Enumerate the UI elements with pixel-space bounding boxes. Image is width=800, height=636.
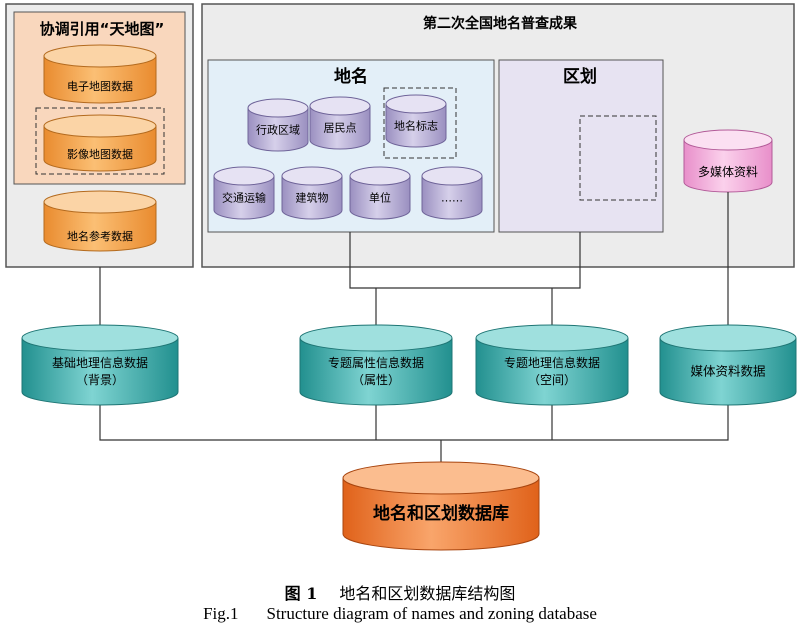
zoning-title: 区划 (563, 66, 597, 87)
unit-cylinder: 单位 (349, 166, 411, 220)
unit-label: 单位 (369, 191, 391, 205)
building-label: 建筑物 (296, 191, 329, 205)
place-sign-cylinder: 地名标志 (385, 94, 447, 148)
figure-title-en: Structure diagram of names and zoning da… (266, 604, 597, 623)
place-sign-dashed-box (383, 87, 457, 159)
thematic-geographic-info-label-2: （空间） (528, 373, 576, 387)
names-zoning-database-cylinder: 地名和区划数据库 (342, 461, 540, 551)
thematic-attribute-info-label-2: （属性） (352, 373, 400, 387)
thematic-geographic-info-cylinder: 专题地理信息数据 （空间） (475, 324, 629, 406)
thematic-attribute-info-label-1: 专题属性信息数据 (328, 355, 424, 370)
zoning-panel (498, 59, 664, 233)
image-map-dashed-box (35, 107, 165, 175)
figure-caption-cn: 图 1 地名和区划数据库结构图 (0, 580, 800, 604)
place-reference-data-label: 地名参考数据 (67, 229, 133, 243)
image-map-data-label: 影像地图数据 (67, 147, 133, 161)
census-title: 第二次全国地名普查成果 (423, 15, 578, 32)
thematic-geographic-info-label-1: 专题地理信息数据 (504, 355, 600, 370)
multimedia-label: 多媒体资料 (698, 165, 758, 179)
media-data-label: 媒体资料数据 (690, 364, 765, 379)
tianditu-title: 协调引用“天地图” (40, 20, 165, 38)
place-reference-data-cylinder: 地名参考数据 (43, 190, 157, 252)
transportation-cylinder: 交通运输 (213, 166, 275, 220)
transportation-label: 交通运输 (222, 191, 266, 205)
image-map-data-cylinder: 影像地图数据 (43, 114, 157, 172)
administrative-region-label: 行政区域 (256, 123, 300, 137)
base-geographic-info-label-1: 基础地理信息数据 (52, 355, 148, 370)
base-geographic-info-label-2: （背景） (76, 373, 124, 387)
names-zoning-database-label: 地名和区划数据库 (373, 503, 509, 524)
thematic-attribute-info-cylinder: 专题属性信息数据 （属性） (299, 324, 453, 406)
building-cylinder: 建筑物 (281, 166, 343, 220)
names-title: 地名 (334, 66, 368, 87)
place-sign-label: 地名标志 (394, 119, 438, 133)
figure-caption-en: Fig.1 Structure diagram of names and zoni… (0, 604, 800, 624)
more-items-label: …… (441, 192, 463, 205)
more-items-cylinder: …… (421, 166, 483, 220)
base-geographic-info-cylinder: 基础地理信息数据 （背景） (21, 324, 179, 406)
multimedia-cylinder: 多媒体资料 (683, 129, 773, 193)
figure-label-cn: 图 1 (284, 584, 318, 603)
media-data-cylinder: 媒体资料数据 (659, 324, 797, 406)
residential-area-cylinder: 居民点 (309, 96, 371, 150)
figure-label-en: Fig.1 (203, 604, 239, 623)
residential-area-label: 居民点 (324, 122, 357, 135)
electronic-map-data-label: 电子地图数据 (67, 79, 133, 93)
figure-title-cn: 地名和区划数据库结构图 (339, 584, 516, 603)
administrative-region-cylinder: 行政区域 (247, 98, 309, 152)
electronic-map-data-cylinder: 电子地图数据 (43, 44, 157, 104)
connectors (95, 192, 733, 473)
